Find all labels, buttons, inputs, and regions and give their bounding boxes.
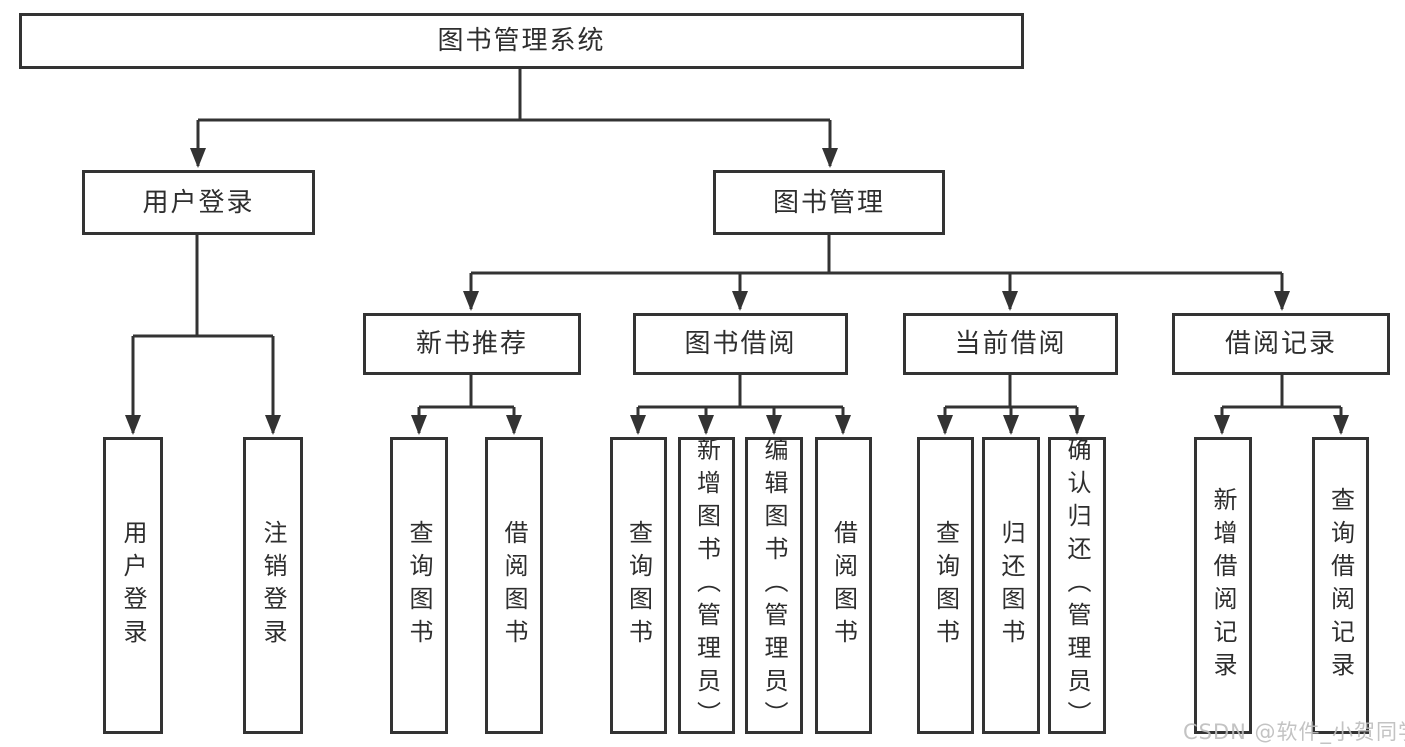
leaf-query-books-current: 查询图书 xyxy=(917,437,974,734)
connector-root-to-level2 xyxy=(198,67,830,122)
connector-borrowing-records-fork xyxy=(1222,373,1341,409)
leaf-query-borrow-record: 查询借阅记录 xyxy=(1312,437,1369,734)
node-root-label: 图书管理系统 xyxy=(437,26,606,56)
node-user-login-label: 用户登录 xyxy=(142,187,255,218)
leaf-label: 查询图书 xyxy=(405,519,433,652)
leaf-query-books-borrowing: 查询图书 xyxy=(610,437,667,734)
connector-user-login-fork xyxy=(133,233,273,338)
leaf-user-login-label: 用户登录 xyxy=(119,519,147,652)
leaf-query-books-recommend: 查询图书 xyxy=(390,437,448,734)
node-book-management-label: 图书管理 xyxy=(772,187,885,218)
node-book-borrowing: 图书借阅 xyxy=(633,313,848,375)
leaf-label: 归还图书 xyxy=(997,519,1025,652)
node-book-borrowing-label: 图书借阅 xyxy=(684,329,797,359)
leaf-logout-label: 注销登录 xyxy=(259,519,287,652)
leaf-borrow-books: 借阅图书 xyxy=(815,437,872,734)
node-current-borrowing-label: 当前借阅 xyxy=(954,329,1067,359)
leaf-label: 查询图书 xyxy=(931,519,960,652)
leaf-add-books-admin: 新增图书（管理员） xyxy=(678,437,735,734)
leaf-edit-books-admin: 编辑图书（管理员） xyxy=(745,437,803,734)
node-borrowing-records-label: 借阅记录 xyxy=(1224,329,1337,359)
leaf-label: 确认归还（管理员） xyxy=(1063,437,1091,734)
node-user-login: 用户登录 xyxy=(82,170,315,235)
leaf-label: 编辑图书（管理员） xyxy=(760,437,788,734)
leaf-label: 新增图书（管理员） xyxy=(692,437,721,734)
leaf-user-login: 用户登录 xyxy=(103,437,163,734)
connector-new-book-fork xyxy=(419,373,514,409)
node-new-book-recommend-label: 新书推荐 xyxy=(415,329,528,359)
connector-book-borrowing-fork xyxy=(638,373,843,409)
leaf-label: 借阅图书 xyxy=(829,519,858,652)
leaf-return-books: 归还图书 xyxy=(982,437,1040,734)
node-book-management: 图书管理 xyxy=(713,170,945,235)
leaf-label: 新增借阅记录 xyxy=(1209,486,1237,685)
node-root: 图书管理系统 xyxy=(19,13,1024,69)
node-new-book-recommend: 新书推荐 xyxy=(363,313,581,375)
connector-current-borrowing-fork xyxy=(945,373,1077,409)
leaf-logout: 注销登录 xyxy=(243,437,303,734)
node-current-borrowing: 当前借阅 xyxy=(903,313,1118,375)
leaf-add-borrow-record: 新增借阅记录 xyxy=(1194,437,1252,734)
leaf-borrow-books-recommend: 借阅图书 xyxy=(485,437,543,734)
leaf-label: 查询借阅记录 xyxy=(1326,486,1355,685)
node-borrowing-records: 借阅记录 xyxy=(1172,313,1390,375)
leaf-label: 借阅图书 xyxy=(500,519,528,652)
leaf-confirm-return-admin: 确认归还（管理员） xyxy=(1048,437,1106,734)
leaf-label: 查询图书 xyxy=(624,519,653,652)
csdn-watermark: CSDN @软件_小贺同学 xyxy=(1183,720,1405,744)
connector-book-management-fork xyxy=(471,233,1282,275)
